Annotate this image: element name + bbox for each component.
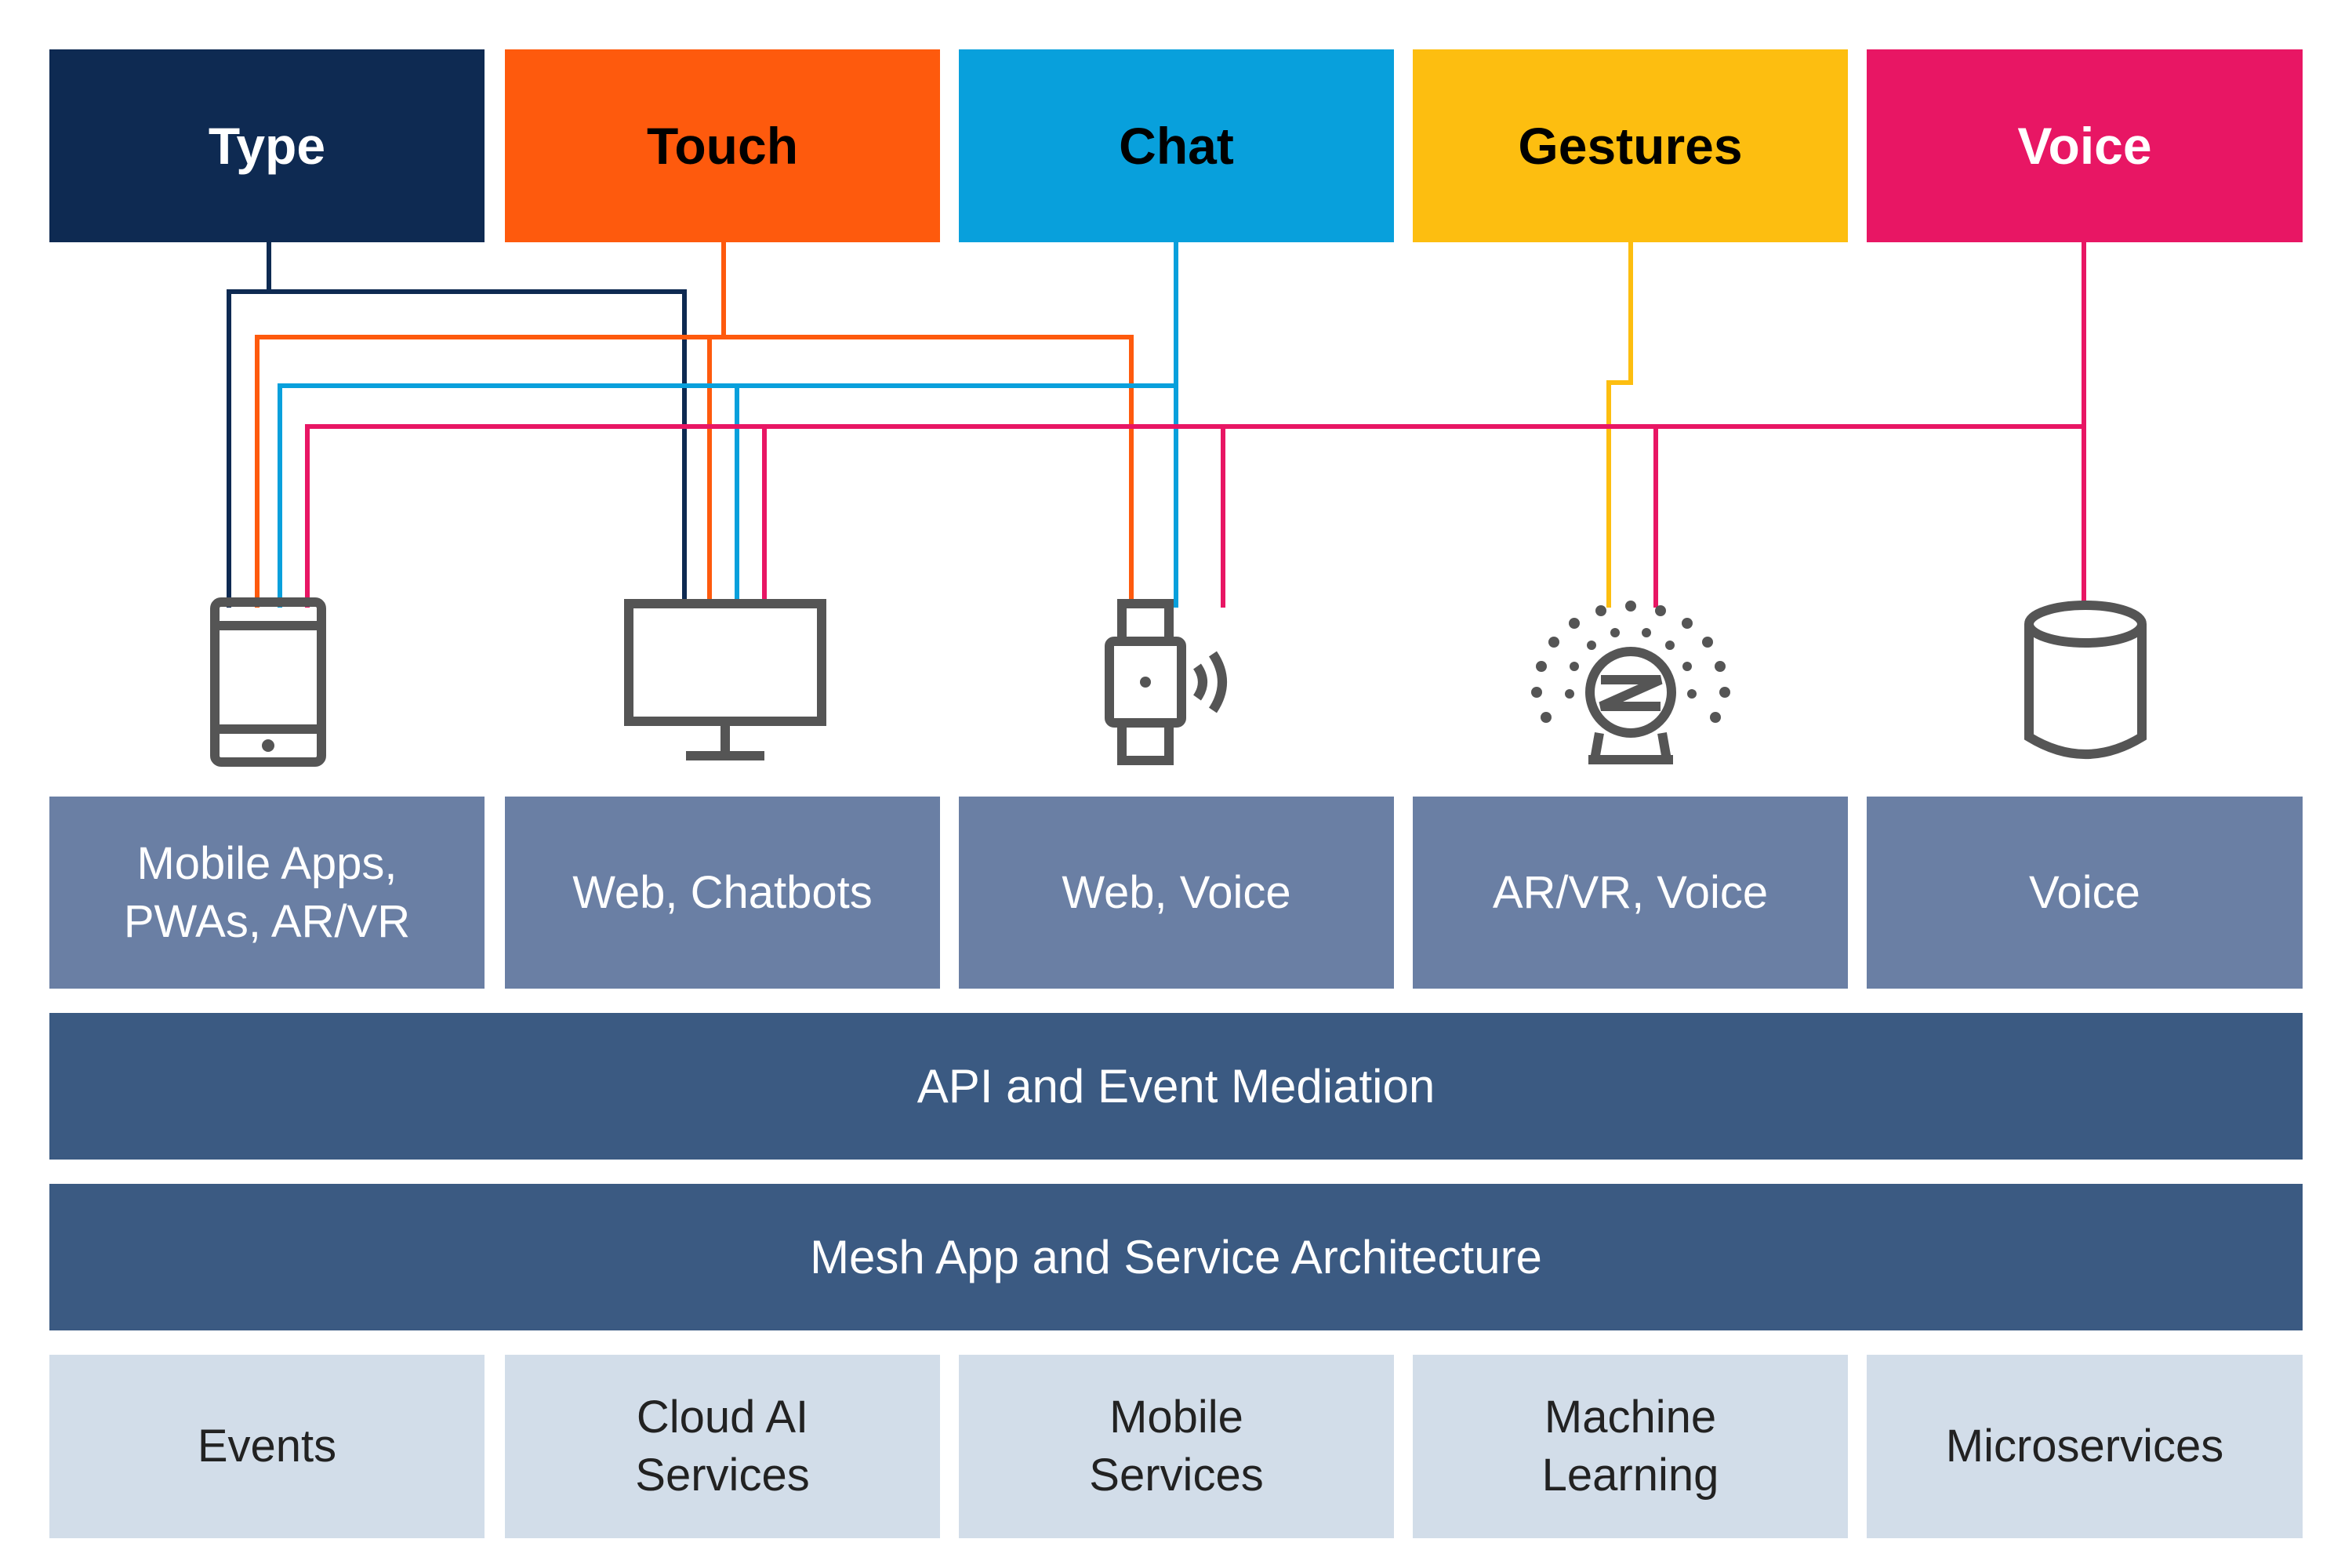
channel-label: Mobile Apps, PWAs, AR/VR — [123, 837, 411, 947]
band-label: Mesh App and Service Architecture — [810, 1231, 1542, 1283]
channel-desktop: Web, Chatbots — [505, 797, 940, 989]
service-microservices: Microservices — [1867, 1355, 2303, 1538]
desktop-monitor-icon — [624, 599, 826, 760]
channel-label: Web, Chatbots — [572, 866, 873, 918]
mode-label-gestures: Gestures — [1518, 117, 1743, 175]
mode-touch: Touch — [505, 49, 940, 242]
channel-headset: AR/VR, Voice — [1413, 797, 1848, 989]
mode-type: Type — [49, 49, 485, 242]
service-events: Events — [49, 1355, 485, 1538]
type-connector — [227, 242, 687, 608]
vr-headset-icon — [1531, 601, 1730, 764]
service-label: Machine Learning — [1541, 1392, 1719, 1501]
mode-label-touch: Touch — [646, 117, 799, 175]
service-label: Mobile Services — [1089, 1392, 1264, 1501]
voice-connector — [305, 242, 2086, 608]
touch-connector — [255, 242, 1134, 608]
service-label: Microservices — [1945, 1421, 2224, 1472]
channel-mobile: Mobile Apps, PWAs, AR/VR — [49, 797, 485, 989]
mode-label-voice: Voice — [2017, 117, 2152, 175]
mode-gestures: Gestures — [1413, 49, 1848, 242]
channel-label: Voice — [2029, 866, 2140, 918]
gestures-connector — [1606, 242, 1633, 608]
smartphone-icon — [210, 597, 326, 767]
mode-voice: Voice — [1867, 49, 2303, 242]
mode-label-chat: Chat — [1119, 117, 1234, 175]
channel-label: AR/VR, Voice — [1492, 866, 1769, 918]
channel-wearable: Web, Voice — [959, 797, 1394, 989]
service-label: Cloud AI Services — [635, 1392, 810, 1501]
band-label: API and Event Mediation — [916, 1060, 1436, 1112]
smart-speaker-icon — [2024, 601, 2147, 759]
service-label: Events — [197, 1421, 337, 1472]
service-machine-learning: Machine Learning — [1413, 1355, 1848, 1538]
api-event-mediation-band: API and Event Mediation — [49, 1013, 2303, 1160]
mode-label-type: Type — [208, 117, 326, 175]
service-mobile: Mobile Services — [959, 1355, 1394, 1538]
channel-speaker: Voice — [1867, 797, 2303, 989]
mode-chat: Chat — [959, 49, 1394, 242]
mesh-architecture-band: Mesh App and Service Architecture — [49, 1184, 2303, 1330]
channel-label: Web, Voice — [1062, 866, 1291, 918]
chat-connector — [278, 242, 1178, 608]
service-cloud-ai: Cloud AI Services — [505, 1355, 940, 1538]
smartwatch-icon — [1105, 599, 1227, 765]
